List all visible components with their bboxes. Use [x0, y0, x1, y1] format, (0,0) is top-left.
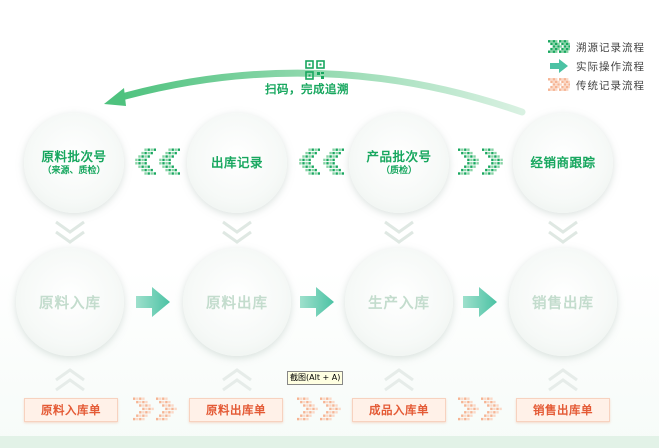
trace-node-dealer-tracking: 经销商跟踪: [513, 113, 613, 213]
record-slip: 原料入库单: [24, 398, 118, 422]
operation-node-label: 生产入库: [368, 296, 430, 312]
record-slip: 销售出库单: [516, 398, 610, 422]
orange-dotted-arrow-icon: [548, 78, 570, 91]
qr-code-icon: [305, 60, 325, 80]
trace-node-title: 产品批次号: [366, 149, 432, 164]
operation-arrow-icon: [463, 287, 497, 317]
record-slip: 原料出库单: [189, 398, 283, 422]
chevron-down-icon: [55, 220, 85, 244]
chevron-up-icon: [55, 368, 85, 392]
operation-node-label: 原料出库: [206, 296, 268, 312]
legend-label: 传统记录流程: [576, 80, 645, 92]
trace-left-arrow-icon: [135, 148, 180, 175]
trace-node-title: 经销商跟踪: [530, 155, 596, 170]
record-slip: 成品入库单: [352, 398, 446, 422]
chevron-up-icon: [384, 368, 414, 392]
trace-node-title: 原料批次号: [41, 149, 107, 164]
chevron-up-icon: [548, 368, 578, 392]
solid-arrow-icon: [550, 59, 568, 73]
operation-arrow-icon: [300, 287, 334, 317]
record-right-arrow-icon: [297, 397, 341, 421]
operation-arrow-icon: [136, 287, 170, 317]
trace-node-product-batch: 产品批次号 （质检）: [349, 113, 449, 213]
trace-node-subtitle: （来源、质检）: [42, 166, 106, 176]
operation-node-raw-outbound: 原料出库: [183, 248, 291, 356]
chevron-down-icon: [384, 220, 414, 244]
record-right-arrow-icon: [133, 397, 177, 421]
trace-back-arrowhead: [104, 88, 126, 106]
operation-node-label: 原料入库: [39, 296, 101, 312]
trace-node-subtitle: （质检）: [380, 166, 417, 176]
chevron-down-icon: [548, 220, 578, 244]
operation-node-label: 销售出库: [532, 296, 594, 312]
green-dotted-arrow-icon: [548, 40, 570, 53]
operation-node-production-inbound: 生产入库: [345, 248, 453, 356]
trace-right-arrow-icon: [458, 148, 503, 175]
record-right-arrow-icon: [458, 397, 502, 421]
chevron-down-icon: [222, 220, 252, 244]
trace-left-arrow-icon: [299, 148, 344, 175]
bottom-strip: [0, 436, 659, 448]
trace-node-title: 出库记录: [210, 155, 263, 170]
legend-label: 实际操作流程: [576, 61, 645, 73]
trace-node-outbound-record: 出库记录: [187, 113, 287, 213]
operation-node-raw-inbound: 原料入库: [16, 248, 124, 356]
chevron-up-icon: [222, 368, 252, 392]
qr-scan-label: 扫码，完成追溯: [265, 82, 349, 96]
screenshot-tooltip: 截图(Alt + A): [287, 371, 344, 385]
operation-node-sales-outbound: 销售出库: [509, 248, 617, 356]
trace-node-raw-batch: 原料批次号 （来源、质检）: [24, 113, 124, 213]
legend-label: 溯源记录流程: [576, 42, 645, 54]
